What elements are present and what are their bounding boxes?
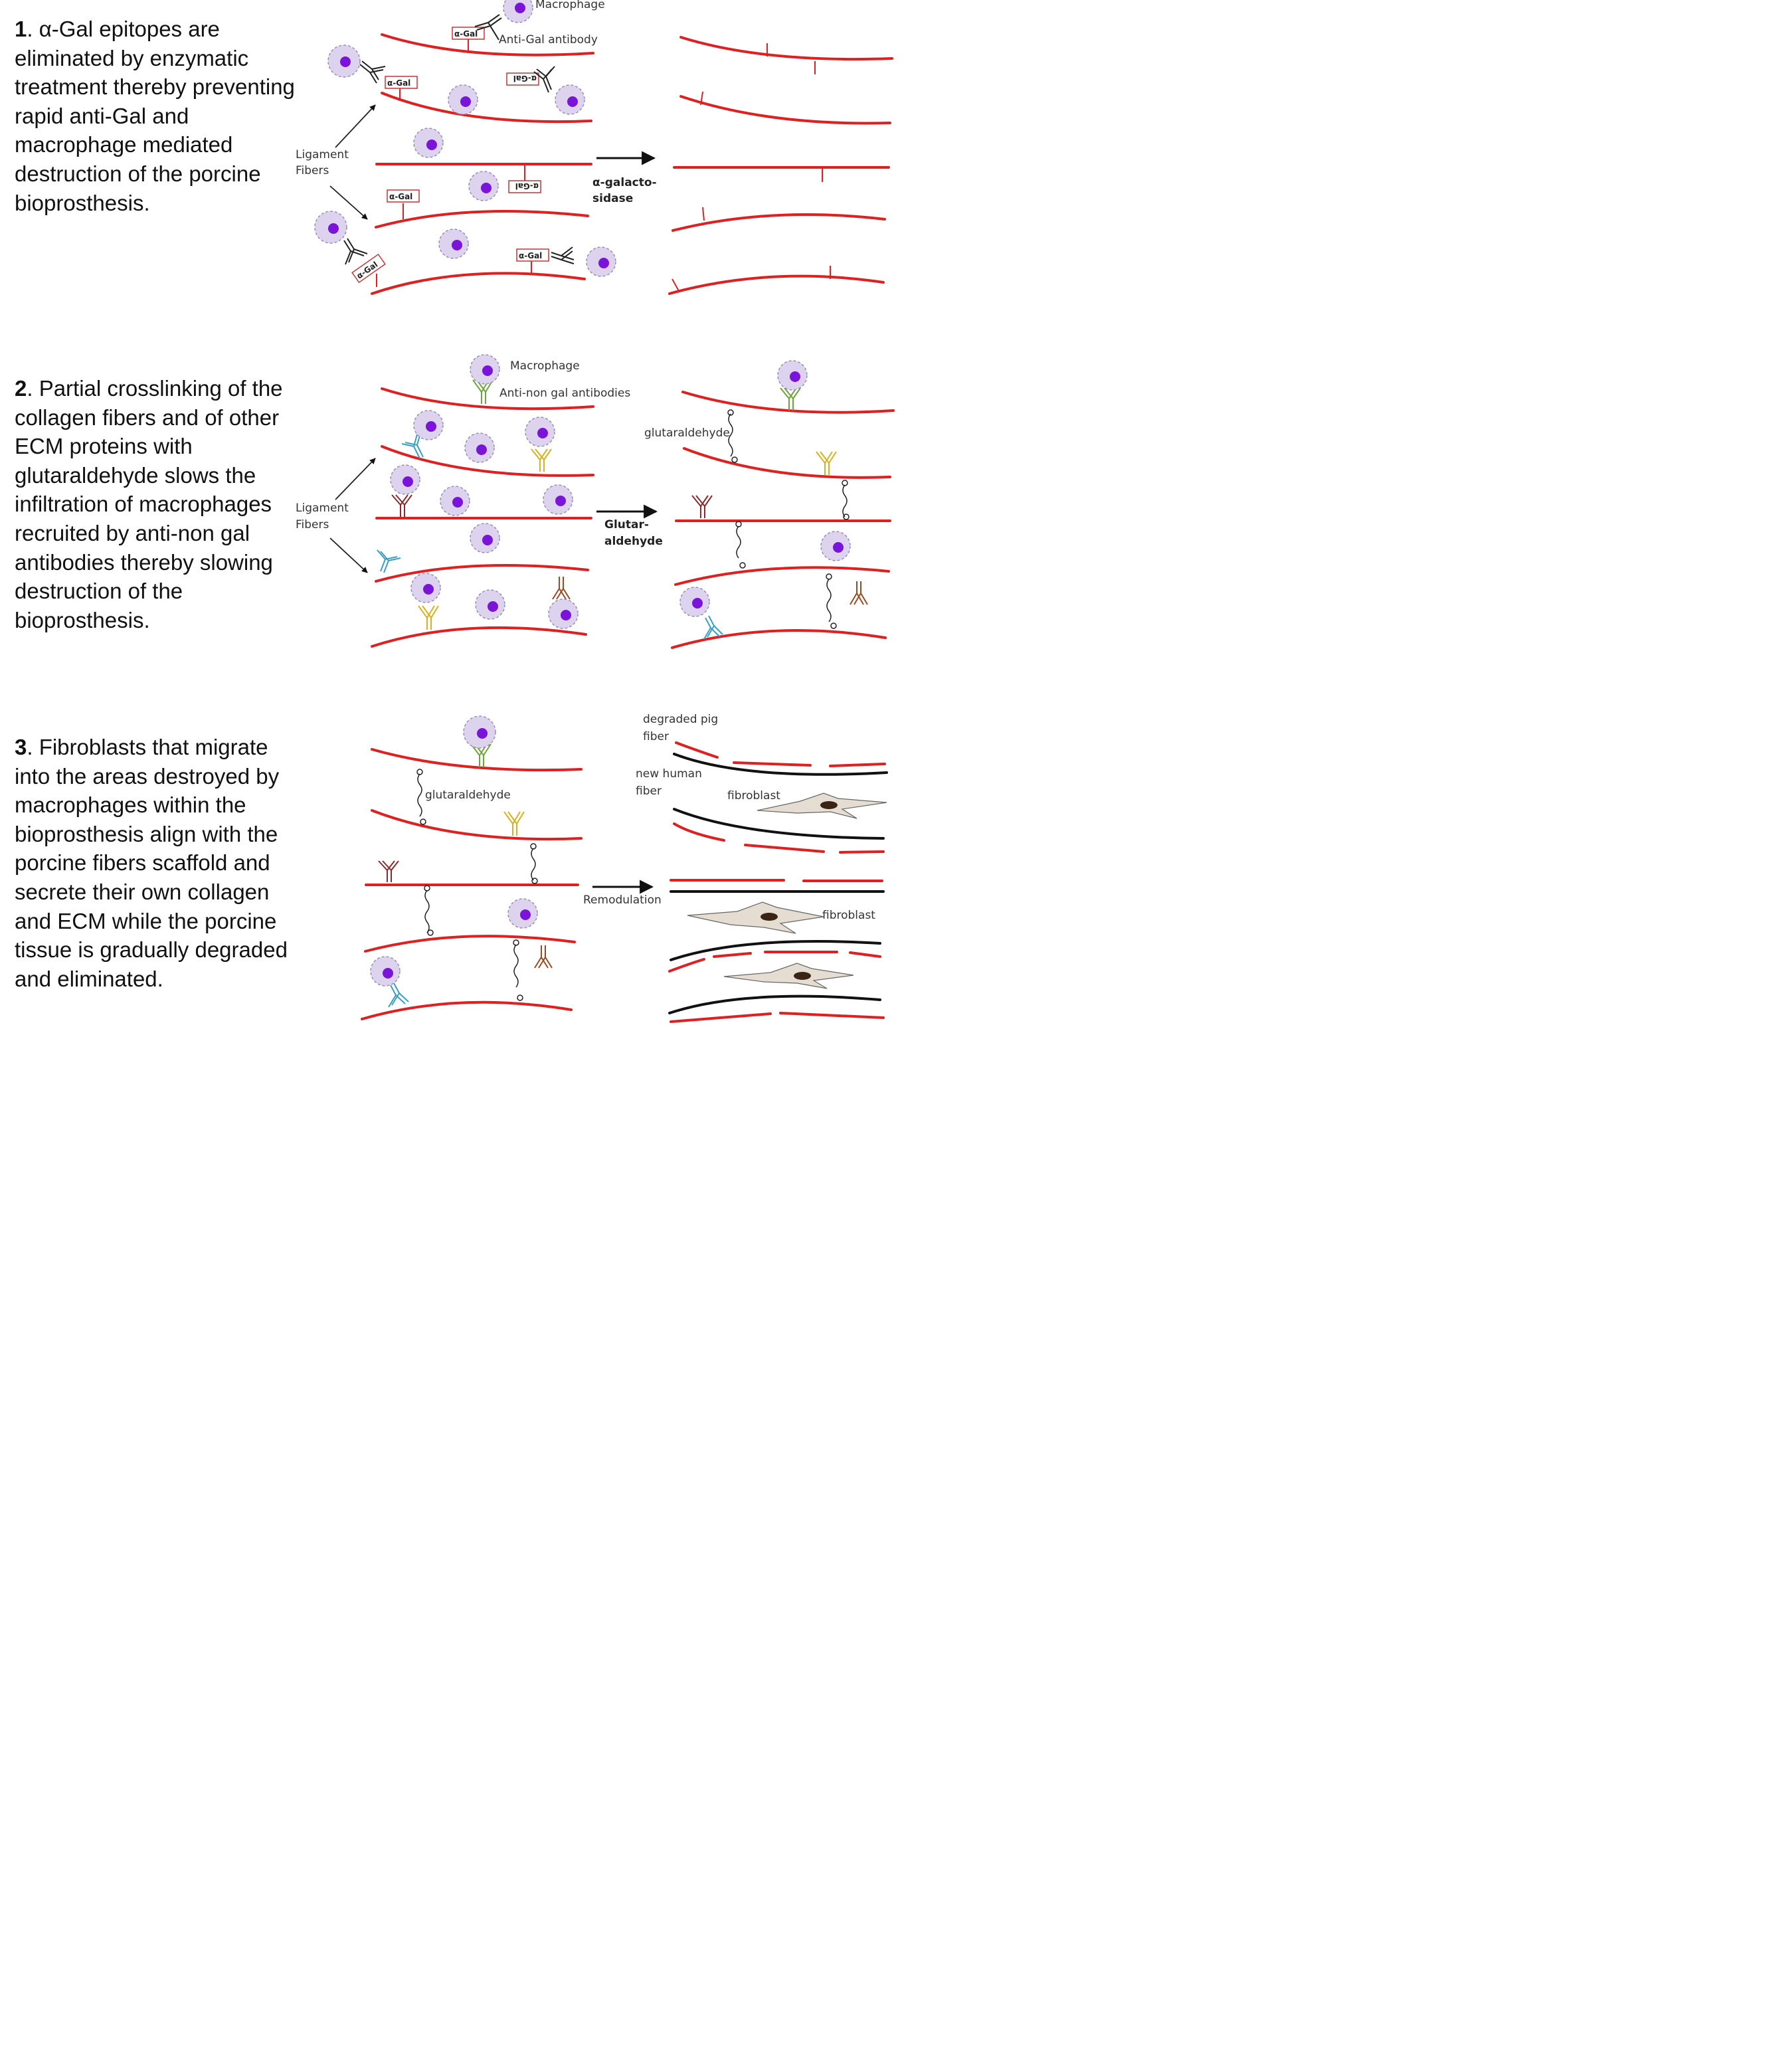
galactosidase-label-2: sidase: [592, 192, 633, 205]
panel-2-diagram: Macrophage Anti-non gal antibodies Ligam…: [296, 354, 895, 649]
fibroblast-label: fibroblast: [727, 789, 780, 802]
svg-text:α-Gal: α-Gal: [454, 29, 478, 39]
macrophage-label: Macrophage: [535, 0, 605, 11]
panel-1-diagram: α-Gal α-Gal α-Gal α-Gal α-Gal α-Gal α-Ga…: [296, 0, 893, 295]
degraded-pig-fiber-label-2: fiber: [643, 730, 669, 743]
macrophage: [543, 484, 573, 515]
fiber: [371, 272, 586, 295]
new-human-fiber-label: new human: [636, 767, 702, 781]
panel-2-after-fibers: [671, 391, 895, 649]
pointer-arrow: [329, 537, 368, 573]
macrophage: [413, 128, 444, 158]
anti-gal-antibody-label: Anti-Gal antibody: [499, 33, 598, 47]
macrophage: [777, 360, 808, 391]
macrophage: [555, 84, 585, 115]
degraded-pig-fibers: [668, 741, 886, 1023]
macrophage: [820, 531, 851, 561]
glutaraldehyde-crosslinks: [727, 409, 850, 629]
alpha-gal-epitope: α-Gal: [385, 76, 418, 89]
fibroblast: [687, 901, 824, 934]
glutaraldehyde-label: glutaraldehyde: [425, 789, 511, 802]
macrophage: [507, 898, 538, 929]
macrophage: [370, 956, 401, 986]
mechanism-diagram: α-Gal α-Gal α-Gal α-Gal α-Gal α-Gal α-Ga…: [296, 0, 895, 1023]
macrophage: [463, 715, 496, 749]
new-human-fiber-label-2: fiber: [636, 785, 662, 798]
panel-1-number: 1: [15, 17, 27, 41]
macrophage: [503, 0, 533, 23]
remodulation-label: Remodulation: [583, 893, 662, 907]
antibodies: [378, 743, 553, 1008]
pointer-arrow: [335, 104, 376, 148]
macrophage: [475, 589, 505, 620]
macrophage: [586, 246, 616, 277]
fibroblast: [757, 793, 887, 819]
macrophage: [679, 587, 710, 617]
macrophage: [390, 464, 420, 495]
macrophage: [410, 573, 441, 603]
panel-2-description: . Partial crosslinking of the collagen f…: [15, 376, 283, 632]
glutaraldehyde-crosslinks: [416, 769, 538, 1001]
glutaraldehyde-treatment-label-2: aldehyde: [604, 535, 663, 548]
alpha-gal-epitope: α-Gal: [351, 253, 386, 284]
macrophage: [548, 599, 579, 629]
macrophage: [438, 229, 469, 259]
macrophage: [470, 523, 500, 553]
macrophage: [448, 84, 478, 115]
ligament-fibers-label: Ligament: [296, 502, 349, 515]
alpha-gal-epitope: α-Gal: [508, 180, 541, 193]
macrophage: [327, 45, 361, 78]
pointer-arrow: [335, 458, 376, 500]
anti-non-gal-antibodies: [377, 379, 571, 630]
new-human-fibers: [668, 753, 888, 1014]
panel-3-number: 3: [15, 735, 27, 759]
alpha-gal-epitope: α-Gal: [387, 189, 420, 203]
fiber: [381, 92, 592, 124]
panel-1-description: . α-Gal epitopes are eliminated by enzym…: [15, 17, 295, 215]
alpha-gal-epitope: α-Gal: [506, 72, 539, 86]
panel-3-description: . Fibroblasts that migrate into the area…: [15, 735, 288, 991]
panel-1-after-fibers: [668, 36, 893, 295]
macrophage-label: Macrophage: [510, 359, 580, 373]
macrophage: [440, 486, 470, 516]
anti-gal-antibody: [343, 14, 575, 265]
macrophage: [413, 410, 444, 440]
fiber: [375, 210, 589, 229]
macrophage: [470, 354, 500, 385]
panel-2-text: 2. Partial crosslinking of the collagen …: [15, 374, 307, 634]
ligament-fibers-label-2: Fibers: [296, 518, 329, 531]
macrophage: [314, 211, 347, 244]
alpha-gal-epitope: α-Gal: [516, 248, 549, 262]
ligament-fibers-label-2: Fibers: [296, 164, 329, 177]
anti-non-gal-label: Anti-non gal antibodies: [499, 387, 630, 400]
panel-1-text: 1. α-Gal epitopes are eliminated by enzy…: [15, 15, 307, 217]
panel-2-before-fibers: [371, 387, 594, 648]
fibroblast: [723, 963, 854, 989]
anti-non-gal-antibodies-after: [691, 387, 868, 640]
alpha-gal-epitope: α-Gal: [452, 27, 485, 40]
svg-text:α-Gal: α-Gal: [513, 74, 537, 83]
fibroblast-label: fibroblast: [822, 909, 875, 922]
svg-text:α-Gal: α-Gal: [389, 192, 412, 201]
panel-3-diagram: glutaraldehyde Remodulation degraded pig…: [361, 713, 888, 1023]
glutaraldehyde-treatment-label: Glutar-: [604, 518, 649, 531]
fiber: [381, 33, 594, 56]
svg-text:α-Gal: α-Gal: [387, 78, 410, 88]
svg-text:α-Gal: α-Gal: [519, 251, 542, 260]
macrophage: [468, 171, 499, 201]
macrophage: [525, 417, 555, 447]
macrophage: [464, 432, 495, 463]
panel-3-before-fibers: [361, 748, 582, 1020]
ligament-fibers-label: Ligament: [296, 148, 349, 161]
pointer-arrow: [329, 185, 368, 220]
svg-text:α-Gal: α-Gal: [515, 181, 539, 191]
panel-2-number: 2: [15, 376, 27, 401]
panel-1-before-fibers: [371, 33, 594, 295]
degraded-pig-fiber-label: degraded pig: [643, 713, 718, 726]
galactosidase-label: α-galacto-: [592, 176, 657, 189]
epitope-stubs: [672, 43, 831, 292]
glutaraldehyde-label: glutaraldehyde: [644, 426, 730, 440]
panel-3-text: 3. Fibroblasts that migrate into the are…: [15, 733, 307, 993]
